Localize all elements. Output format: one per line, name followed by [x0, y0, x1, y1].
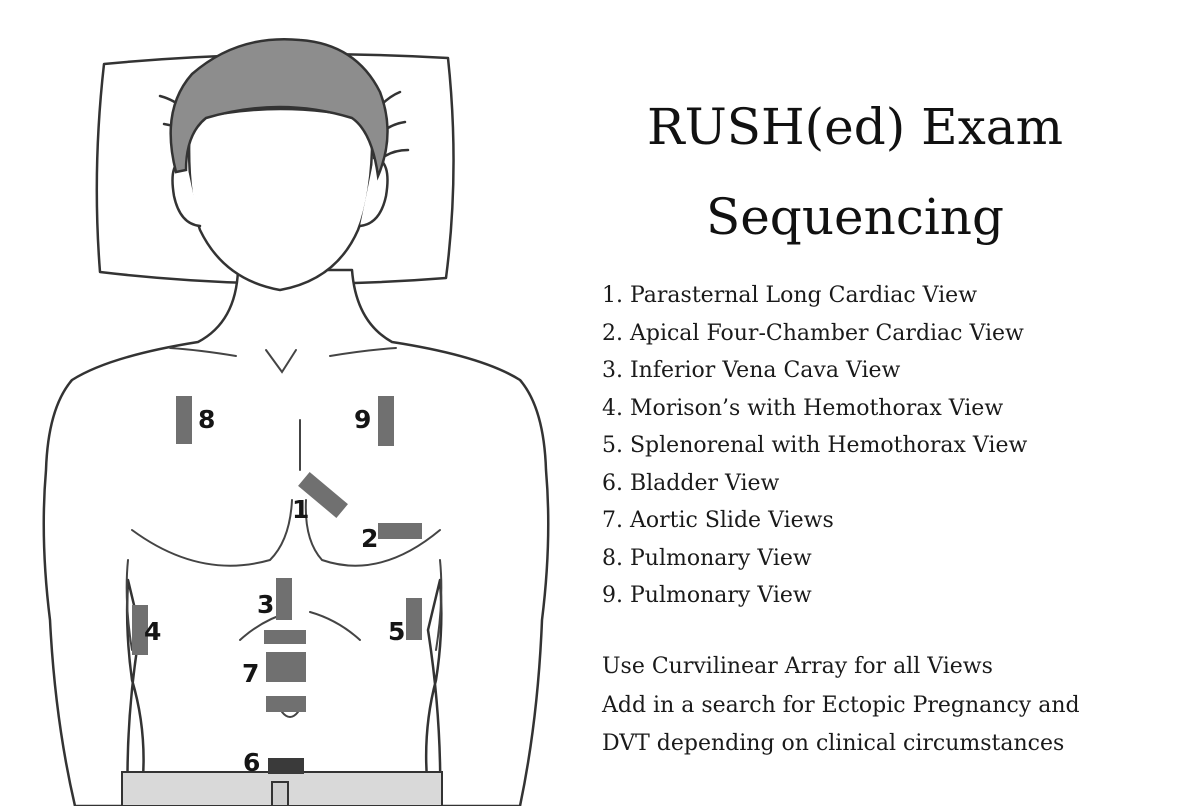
list-item: 9. Pulmonary View	[602, 583, 812, 608]
navel	[281, 711, 299, 718]
belt-loop	[271, 781, 289, 806]
probe-number-6: 6	[243, 748, 260, 777]
ribcage-right	[309, 611, 361, 641]
pectoral-right	[304, 499, 441, 567]
probe-marker-9	[378, 396, 394, 446]
list-item: 5. Splenorenal with Hemothorax View	[602, 433, 1028, 458]
list-item: 7. Aortic Slide Views	[602, 508, 834, 533]
notes-block: Use Curvilinear Array for all Views Add …	[602, 648, 1080, 764]
neck-line	[265, 349, 297, 374]
probe-marker-4	[132, 605, 148, 655]
probe-marker-2	[378, 523, 422, 539]
view-sequence-list: 1. Parasternal Long Cardiac View 2. Apic…	[602, 277, 1027, 615]
probe-marker-6	[268, 758, 304, 774]
list-item: 1. Parasternal Long Cardiac View	[602, 283, 978, 308]
pectoral-left	[131, 499, 293, 567]
probe-number-4: 4	[144, 617, 161, 646]
probe-marker-7c	[266, 696, 306, 712]
probe-number-2: 2	[361, 524, 378, 553]
collarbone-right	[329, 347, 397, 357]
note-line: Use Curvilinear Array for all Views	[602, 654, 993, 679]
probe-marker-8	[176, 396, 192, 444]
page-title: RUSH(ed) Exam Sequencing	[570, 82, 1140, 262]
probe-number-1: 1	[292, 495, 309, 524]
list-item: 2. Apical Four-Chamber Cardiac View	[602, 320, 1024, 346]
torso	[42, 268, 550, 806]
patient-diagram: 8 9 1 2 3 4 5 7 6	[42, 38, 550, 806]
probe-marker-1	[298, 472, 348, 518]
probe-marker-3	[276, 578, 292, 620]
probe-number-9: 9	[354, 405, 371, 434]
armpit-right	[435, 559, 443, 651]
list-item: 6. Bladder View	[602, 470, 780, 496]
probe-number-5: 5	[388, 617, 405, 646]
probe-number-3: 3	[257, 590, 274, 619]
note-line: Add in a search for Ectopic Pregnancy an…	[602, 692, 1080, 718]
probe-marker-7a	[264, 630, 306, 644]
probe-marker-5	[406, 598, 422, 640]
armpit-left	[125, 559, 133, 651]
title-line-1: RUSH(ed) Exam	[646, 98, 1064, 156]
note-line: DVT depending on clinical circumstances	[602, 731, 1065, 756]
probe-number-7: 7	[242, 659, 259, 688]
hair	[169, 38, 389, 181]
probe-marker-7b	[266, 652, 306, 682]
list-item: 8. Pulmonary View	[602, 545, 812, 571]
collarbone-left	[169, 347, 237, 357]
list-item: 4. Morison’s with Hemothorax View	[602, 395, 1004, 421]
probe-number-8: 8	[198, 405, 215, 434]
list-item: 3. Inferior Vena Cava View	[602, 358, 901, 383]
title-line-2: Sequencing	[705, 188, 1005, 246]
